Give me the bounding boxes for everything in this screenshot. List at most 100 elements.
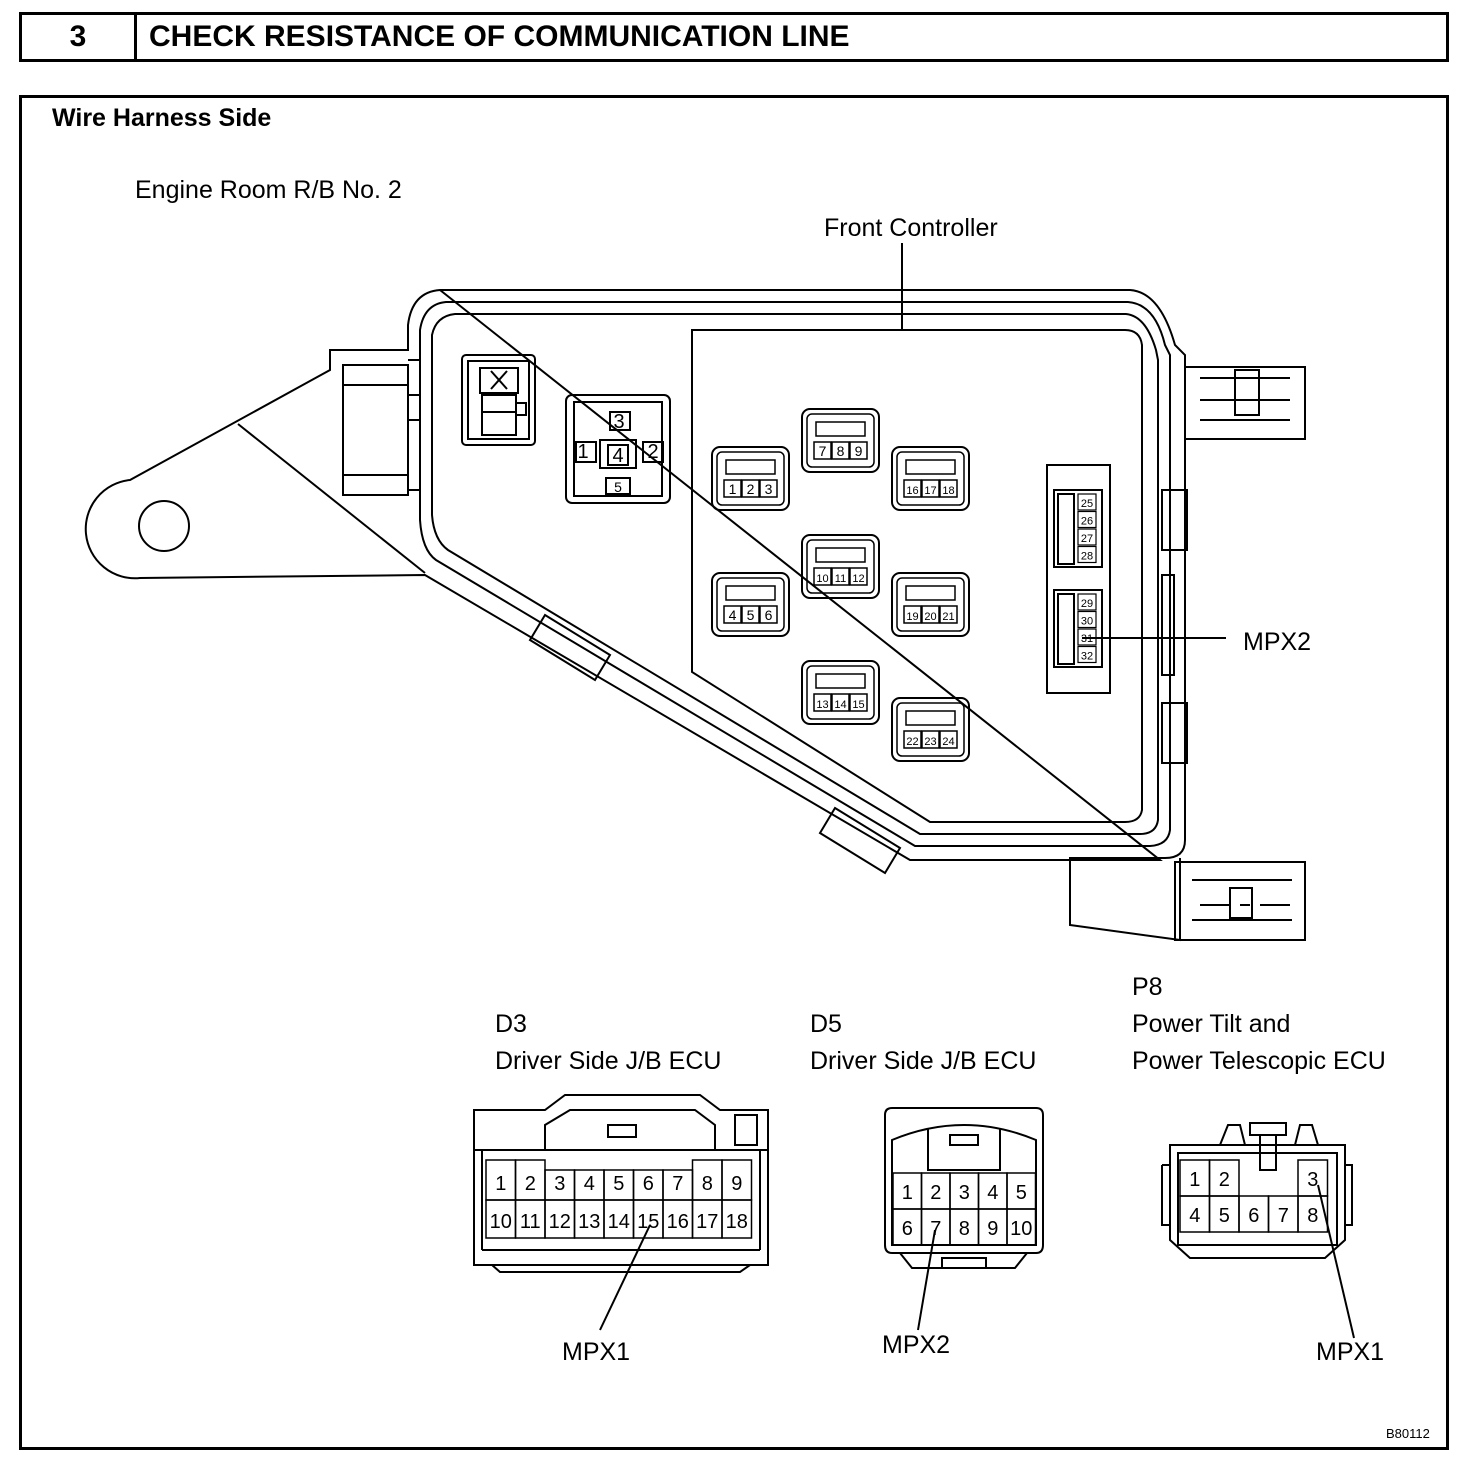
relay-pin-label: 4 <box>612 445 623 467</box>
fuse-pin-label: 10 <box>816 573 828 585</box>
fuse-pin-label: 17 <box>924 485 936 497</box>
fuse-pin-label: 1 <box>729 481 737 497</box>
connector-pin-label: 2 <box>930 1182 941 1204</box>
d5-code: D5 <box>810 1010 842 1038</box>
strip-pin-label: 30 <box>1081 616 1093 628</box>
fuse-pin-label: 21 <box>942 611 954 623</box>
connector-pin-label: 4 <box>987 1182 998 1204</box>
connector-pin-label: 5 <box>1219 1205 1230 1227</box>
strip-pin-label: 29 <box>1081 598 1093 610</box>
connector-pin-label: 7 <box>930 1218 941 1240</box>
connector-pin-label: 7 <box>1278 1205 1289 1227</box>
connector-pin-label: 9 <box>987 1218 998 1240</box>
strip-pin-label: 27 <box>1081 533 1093 545</box>
relay-pin-label: 2 <box>647 441 658 463</box>
fuse-pin-label: 23 <box>924 736 936 748</box>
relay-block-label: Engine Room R/B No. 2 <box>135 176 402 204</box>
fuse-group: 19 20 21 <box>891 572 970 637</box>
fuse-pin-label: 13 <box>816 699 828 711</box>
connector-pin-label: 15 <box>637 1211 659 1233</box>
fuse-pin-label: 11 <box>835 573 846 585</box>
connector-pin-label: 3 <box>959 1182 970 1204</box>
d5-callout: MPX2 <box>882 1331 950 1359</box>
step-header: 3 CHECK RESISTANCE OF COMMUNICATION LINE <box>19 12 1449 62</box>
figure-frame <box>19 95 1449 1450</box>
fuse-pin-label: 2 <box>747 481 755 497</box>
fuse-pin-label: 5 <box>747 607 755 623</box>
fuse-pin-label: 15 <box>852 699 864 711</box>
fuse-pin-label: 20 <box>924 611 936 623</box>
fuse-pin-label: 8 <box>837 443 845 459</box>
d3-code: D3 <box>495 1010 527 1038</box>
section-title: Wire Harness Side <box>52 104 271 132</box>
p8-name-line2: Power Telescopic ECU <box>1132 1047 1386 1075</box>
connector-pin-label: 16 <box>667 1211 689 1233</box>
connector-pin-label: 5 <box>1016 1182 1027 1204</box>
connector-pin-label: 13 <box>578 1211 600 1233</box>
fuse-pin-label: 12 <box>852 573 864 585</box>
strip-pin-label: 28 <box>1081 551 1093 563</box>
connector-pin-label: 8 <box>959 1218 970 1240</box>
fuse-group: 16 17 18 <box>891 446 970 511</box>
connector-pin-label: 11 <box>520 1211 541 1233</box>
connector-pin-label: 9 <box>731 1173 742 1195</box>
fuse-pin-label: 14 <box>834 699 846 711</box>
d5-name: Driver Side J/B ECU <box>810 1047 1036 1075</box>
connector-pin-label: 1 <box>495 1173 506 1195</box>
connector-pin-label: 10 <box>490 1211 512 1233</box>
connector-pin-label: 14 <box>608 1211 630 1233</box>
strip-pin-label: 26 <box>1081 516 1093 528</box>
step-number: 3 <box>22 15 137 59</box>
strip-pin-label: 25 <box>1081 498 1093 510</box>
front-controller-label: Front Controller <box>824 214 998 242</box>
front-controller-outline <box>691 329 1143 823</box>
connector-pin-label: 3 <box>554 1173 565 1195</box>
connector-pin-label: 6 <box>1248 1205 1259 1227</box>
connector-pin-label: 8 <box>1307 1205 1318 1227</box>
strip-pin-label: 32 <box>1081 651 1093 663</box>
fuse-pin-label: 3 <box>765 481 773 497</box>
connector-pin-label: 6 <box>643 1173 654 1195</box>
d3-name: Driver Side J/B ECU <box>495 1047 721 1075</box>
relay-pin-label: 3 <box>613 411 624 433</box>
connector-pin-label: 12 <box>549 1211 571 1233</box>
fuse-pin-label: 4 <box>729 607 737 623</box>
fuse-pin-label: 16 <box>906 485 918 497</box>
fuse-pin-label: 24 <box>942 736 954 748</box>
fuse-group: 13 14 15 <box>801 660 880 725</box>
connector-pin-label: 1 <box>902 1182 913 1204</box>
fuse-group: 22 23 24 <box>891 697 970 762</box>
relay-pin-label: 1 <box>577 441 588 463</box>
connector-pin-label: 2 <box>1219 1169 1230 1191</box>
p8-callout: MPX1 <box>1316 1338 1384 1366</box>
connector-pin-label: 10 <box>1010 1218 1032 1240</box>
relay-pin-label: 5 <box>614 479 622 495</box>
connector-pin-label: 5 <box>613 1173 624 1195</box>
fuse-pin-label: 7 <box>819 443 827 459</box>
d3-connector <box>473 1094 769 1273</box>
connector-pin-label: 6 <box>902 1218 913 1240</box>
d5-connector <box>884 1107 1044 1269</box>
fuse-pin-label: 22 <box>906 736 918 748</box>
connector-pin-label: 4 <box>1189 1205 1200 1227</box>
figure-code: B80112 <box>1386 1426 1430 1441</box>
p8-code: P8 <box>1132 973 1163 1001</box>
connector-pin-label: 1 <box>1189 1169 1200 1191</box>
fuse-pin-label: 19 <box>906 611 918 623</box>
connector-pin-label: 8 <box>702 1173 713 1195</box>
connector-pin-label: 7 <box>672 1173 683 1195</box>
step-title: CHECK RESISTANCE OF COMMUNICATION LINE <box>149 20 850 53</box>
fuse-pin-label: 9 <box>855 443 863 459</box>
p8-connector <box>1161 1122 1353 1259</box>
relay-mpx2-label: MPX2 <box>1243 628 1311 656</box>
fuse-pin-label: 6 <box>765 607 773 623</box>
fuse-pin-label: 18 <box>942 485 954 497</box>
relay-block-outline <box>84 288 1186 942</box>
p8-name-line1: Power Tilt and <box>1132 1010 1290 1038</box>
connector-pin-label: 3 <box>1307 1169 1318 1191</box>
